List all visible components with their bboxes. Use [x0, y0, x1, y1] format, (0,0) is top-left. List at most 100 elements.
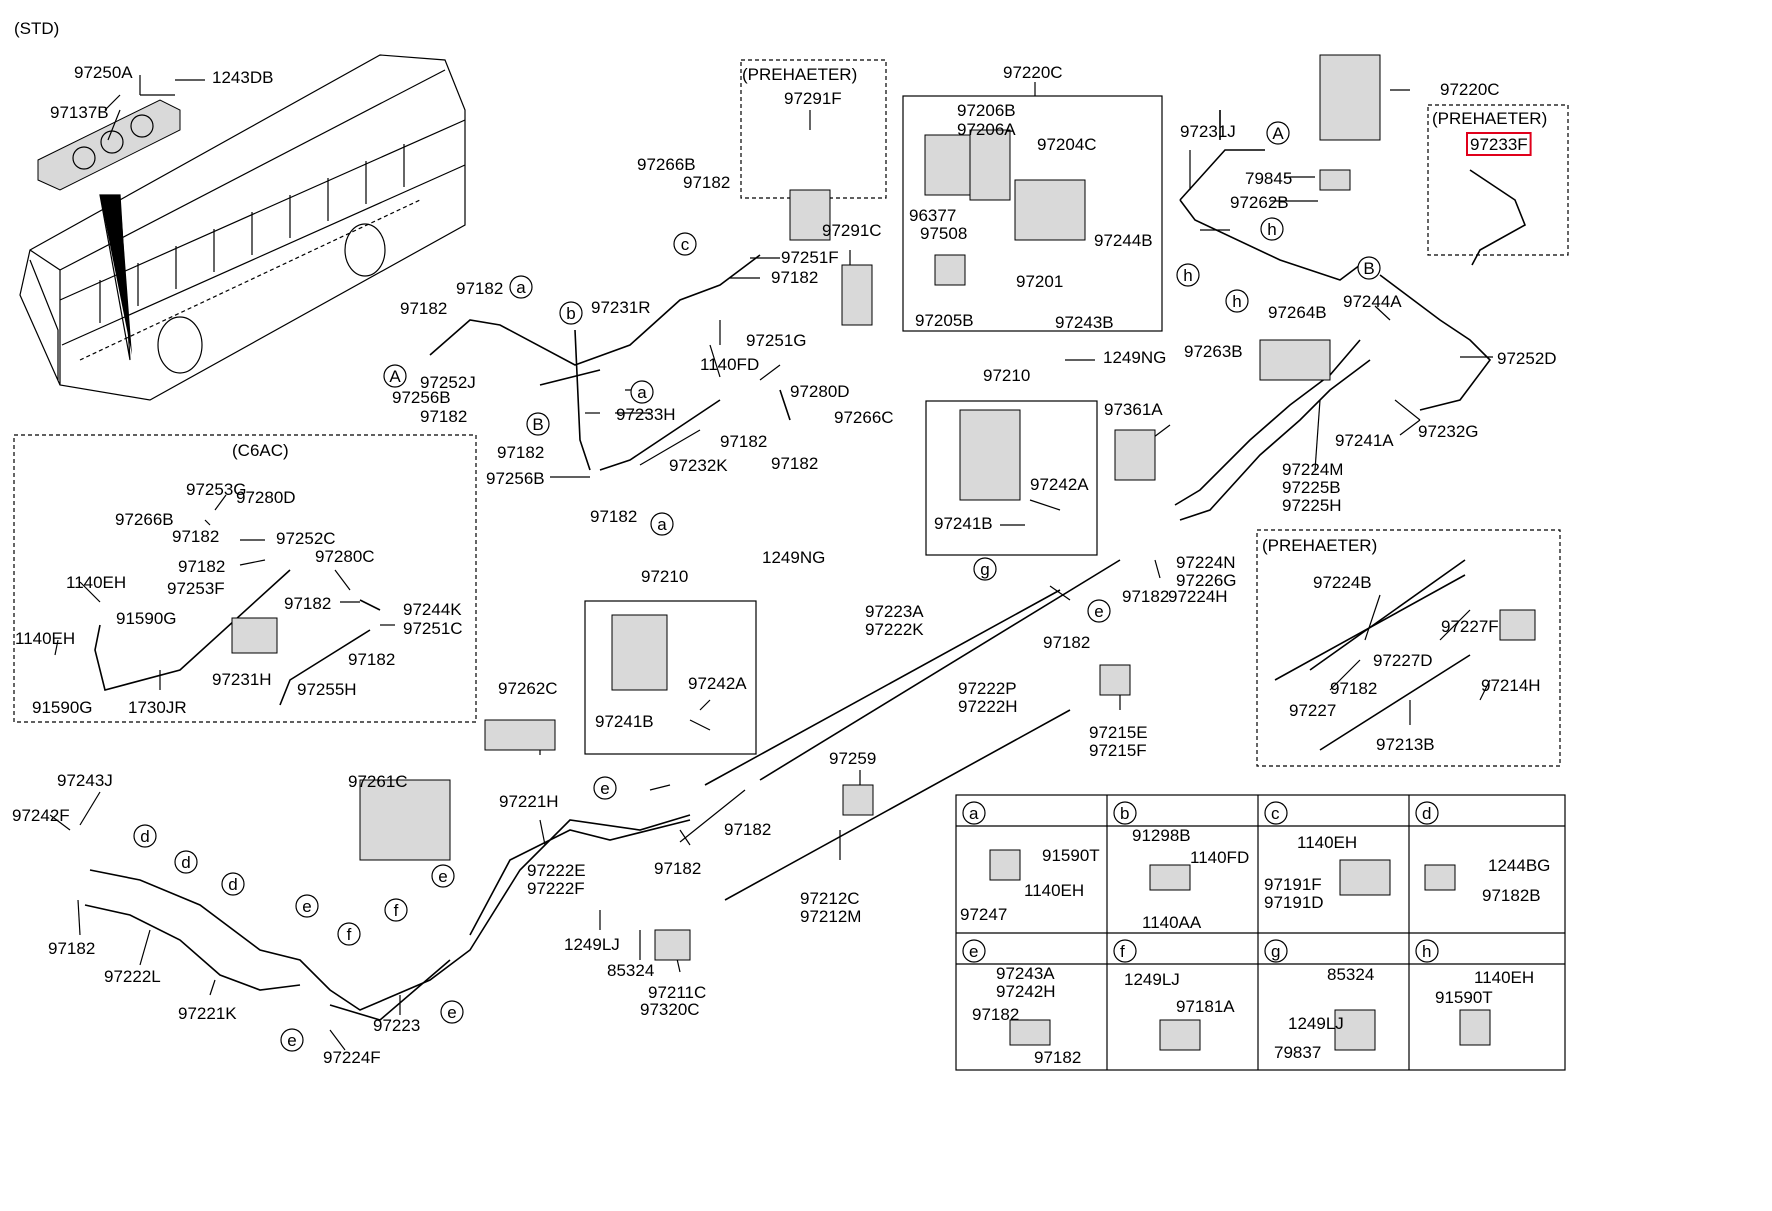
leader-line: [699, 699, 711, 711]
bus-window-top: [59, 119, 466, 301]
part-number: 97291F: [784, 89, 842, 108]
legend-part-sketch: [1424, 864, 1456, 891]
part-number: 97244A: [1343, 292, 1402, 311]
pipe: [89, 814, 691, 1011]
part-number: 97182: [420, 407, 467, 426]
callout-letter: a: [516, 278, 526, 297]
control-panel: [37, 99, 181, 191]
bus-pointer-fill: [100, 195, 132, 355]
callout-letter: e: [600, 779, 609, 798]
leader-line: [79, 581, 101, 603]
legend-key-circle: [1415, 939, 1439, 963]
part-number: 79845: [1245, 169, 1292, 188]
pipe: [279, 629, 371, 706]
leader-line: [1394, 399, 1421, 421]
legend-key-circle: [1264, 939, 1288, 963]
part-number: 97205B: [915, 311, 974, 330]
leader-line: [214, 494, 227, 511]
part-number: 97182: [456, 279, 503, 298]
callout-letter: f: [347, 925, 352, 944]
leader-line: [49, 814, 71, 831]
callout-circle: [337, 922, 361, 946]
leader-line: [107, 109, 121, 141]
callout-circle: [509, 275, 533, 299]
part-number: 97261C: [348, 772, 408, 791]
preheater-box-3: [1256, 529, 1561, 767]
pipe: [1274, 574, 1466, 681]
preheater-label: (PREHAETER): [742, 65, 857, 84]
callout-circle: [1357, 256, 1381, 280]
callout-circle: [973, 557, 997, 581]
part-number: 97266B: [115, 510, 174, 529]
legend-part-sketch: [1334, 1009, 1376, 1051]
callout-letter: e: [302, 897, 311, 916]
part-number: 97251F: [781, 248, 839, 267]
part-number: 97232K: [669, 456, 728, 475]
leader-line: [679, 789, 746, 843]
leader-line: [649, 784, 671, 791]
part-number: 97182: [654, 859, 701, 878]
leader-line: [1314, 399, 1321, 471]
part-number: 97182: [1043, 633, 1090, 652]
leader-line: [1399, 419, 1421, 436]
pipe: [759, 559, 1121, 781]
part-number: 97224H: [1168, 587, 1228, 606]
pipe: [1319, 654, 1471, 751]
heat-plate-96377: [924, 134, 971, 196]
part-number: 97223A: [865, 602, 924, 621]
part-number: 97210: [641, 567, 688, 586]
part-number: 97220C: [1003, 63, 1063, 82]
part-number: 97291C: [822, 221, 882, 240]
leader-line: [1154, 559, 1161, 579]
heater-core-top: [1319, 54, 1381, 141]
callout-circle: [1260, 217, 1284, 241]
part-number: 97222L: [104, 967, 161, 986]
callout-letter: d: [228, 875, 237, 894]
legend-part-number: 97182: [972, 1005, 1019, 1024]
part-number: 97182: [683, 173, 730, 192]
legend-part-sketch: [1159, 1019, 1201, 1051]
leader-line: [54, 639, 59, 656]
pipe: [1309, 559, 1466, 671]
pipe: [1379, 274, 1492, 411]
pipe: [469, 819, 691, 936]
pipe: [429, 254, 761, 366]
callout-letter: h: [1232, 292, 1241, 311]
part-number: 97266C: [834, 408, 894, 427]
callout-letter: e: [438, 867, 447, 886]
part-number: 1140EH: [66, 573, 126, 592]
part-number: 97227F: [1441, 617, 1499, 636]
legend-key-circle: [962, 939, 986, 963]
pipe: [1179, 359, 1371, 521]
part-number: 97222K: [865, 620, 924, 639]
bus-body: [19, 54, 466, 401]
part-number: 97242A: [1030, 475, 1089, 494]
pipe: [724, 709, 1071, 901]
callout-letter: h: [1183, 266, 1192, 285]
part-number: 97241B: [595, 712, 654, 731]
part-number: 97224B: [1313, 573, 1372, 592]
leader-line: [209, 979, 216, 996]
legend-key: e: [969, 942, 978, 961]
legend-part-number: 91298B: [1132, 826, 1191, 845]
part-number: 91590G: [116, 609, 177, 628]
bracket-79845: [1319, 169, 1351, 191]
fan-97201: [934, 254, 966, 286]
leader-line: [329, 1029, 346, 1051]
bus-window-bottom: [61, 164, 466, 346]
legend-part-number: 1140EH: [1297, 833, 1357, 852]
legend-key: f: [1120, 942, 1125, 961]
part-number: 97251C: [403, 619, 463, 638]
pipe: [599, 399, 721, 471]
part-number: 97224N: [1176, 553, 1236, 572]
callout-circle: [133, 824, 157, 848]
callout-circle: [431, 864, 455, 888]
leader-line: [1374, 305, 1391, 321]
bus-roof-edge: [59, 69, 446, 271]
pipe: [704, 589, 1061, 786]
part-number: 97231H: [212, 670, 272, 689]
callout-letter: d: [181, 853, 190, 872]
part-number: 97201: [1016, 272, 1063, 291]
part-number: 97233F: [1470, 135, 1528, 154]
part-number: 97182: [1122, 587, 1169, 606]
